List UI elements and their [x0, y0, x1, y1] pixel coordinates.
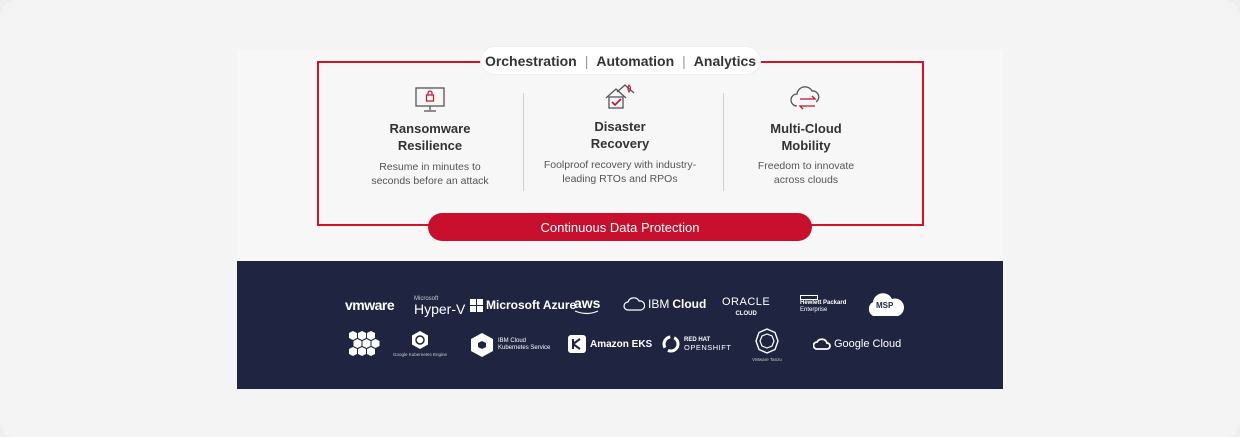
hyperv-vendor-label: Microsoft [414, 296, 439, 302]
ibm-label: IBM [648, 297, 670, 311]
azure-label: Microsoft Azure [486, 298, 577, 312]
title-line: Multi-Cloud [770, 121, 842, 136]
capability-automation: Automation [596, 52, 675, 69]
hpe-label-line1: Hewlett Packard [800, 300, 847, 306]
description-line: Foolproof recovery with industry- [543, 159, 697, 171]
use-case-description: Freedom to innovate across clouds [706, 159, 906, 187]
title-line: Disaster [594, 119, 646, 134]
platform-logos-band [237, 261, 1003, 389]
msp-label: MSP [876, 301, 894, 310]
use-case-ransomware: Ransomware Resilience Resume in minutes … [330, 84, 530, 188]
gke-hexagon-icon [412, 331, 428, 349]
use-case-title: Multi-Cloud Mobility [706, 120, 906, 154]
use-case-disaster-recovery: Disaster Recovery Foolproof recovery wit… [520, 82, 720, 186]
hpe-logo: Hewlett Packard Enterprise [800, 295, 846, 314]
description-line: Freedom to innovate [757, 160, 855, 172]
use-case-description: Resume in minutes to seconds before an a… [330, 160, 530, 188]
tanzu-label: VMware Tanzu [752, 357, 782, 362]
capabilities-pill: Orchestration | Automation | Analytics [481, 47, 760, 74]
hpe-rectangle-icon [800, 295, 818, 300]
google-cloud-logo: Google Cloud [813, 337, 901, 350]
hyperv-logo: Microsoft Hyper-V [414, 296, 465, 316]
column-divider [523, 93, 524, 191]
msp-cloud-icon [868, 293, 905, 316]
title-line: Mobility [781, 138, 831, 153]
cloud-arrows-icon [790, 86, 820, 110]
aws-smile-icon [574, 310, 599, 315]
ibm-cloud-logo: IBM Cloud [623, 296, 706, 312]
azure-logo: Microsoft Azure [470, 298, 576, 312]
column-divider [723, 93, 724, 191]
oracle-label: ORACLE [722, 296, 771, 308]
use-case-title: Disaster Recovery [520, 118, 720, 152]
openshift-label-line2: OPENSHIFT [684, 343, 732, 352]
monitor-lock-icon [415, 87, 445, 112]
oracle-cloud-logo: ORACLE CLOUD [722, 296, 770, 317]
openshift-label-line1: RED HAT [684, 337, 711, 343]
google-cloud-icon [813, 338, 831, 350]
gke-label: Google Kubernetes Engine [392, 352, 448, 357]
description-line: Resume in minutes to [379, 161, 481, 173]
title-line: Ransomware [389, 121, 471, 136]
use-case-title: Ransomware Resilience [330, 120, 530, 154]
openshift-logo: RED HAT OPENSHIFT [661, 334, 731, 354]
ibm-kubernetes-logo: IBM Cloud Kubernetes Service [470, 332, 550, 358]
description-line: seconds before an attack [371, 175, 489, 187]
gke-logo: Google Kubernetes Engine [392, 330, 448, 357]
title-line: Recovery [590, 136, 650, 151]
capability-separator: | [584, 52, 589, 69]
vmware-tanzu-logo: VMware Tanzu [748, 328, 786, 362]
eks-icon [568, 335, 586, 353]
oracle-cloud-label: CLOUD [735, 311, 757, 317]
vmware-logo: vmware [345, 297, 395, 313]
use-case-description: Foolproof recovery with industry- leadin… [520, 158, 720, 186]
aws-logo: aws [574, 296, 600, 315]
ibm-cloud-icon [623, 297, 645, 311]
amazon-eks-label: Amazon EKS [590, 338, 653, 350]
house-check-icon [605, 84, 635, 109]
msp-logo: MSP [864, 293, 906, 317]
google-cloud-label: Google Cloud [834, 337, 902, 350]
hpe-label-line2: Enterprise [800, 307, 828, 313]
use-case-multi-cloud: Multi-Cloud Mobility Freedom to innovate… [706, 82, 906, 187]
capability-analytics: Analytics [693, 52, 757, 69]
description-line: across clouds [773, 174, 839, 186]
aws-label: aws [574, 295, 601, 311]
amazon-eks-logo: Amazon EKS [568, 335, 652, 353]
capability-orchestration: Orchestration [484, 52, 577, 69]
ibm-kubernetes-icon [471, 333, 493, 357]
ibm-k8s-label-line2: Kubernetes Service [498, 345, 551, 351]
capability-separator: | [682, 52, 686, 69]
microsoft-windows-icon [470, 298, 483, 312]
hexagon-cluster-icon [349, 331, 380, 356]
description-line: leading RTOs and RPOs [562, 173, 678, 185]
openshift-icon [662, 335, 680, 353]
hyperv-label: Hyper-V [414, 301, 466, 317]
cloud-label: Cloud [672, 297, 707, 311]
tanzu-icon [755, 328, 779, 354]
title-line: Resilience [397, 138, 463, 153]
continuous-data-protection-bar: Continuous Data Protection [428, 213, 812, 241]
ibm-k8s-label-line1: IBM Cloud [498, 338, 527, 344]
